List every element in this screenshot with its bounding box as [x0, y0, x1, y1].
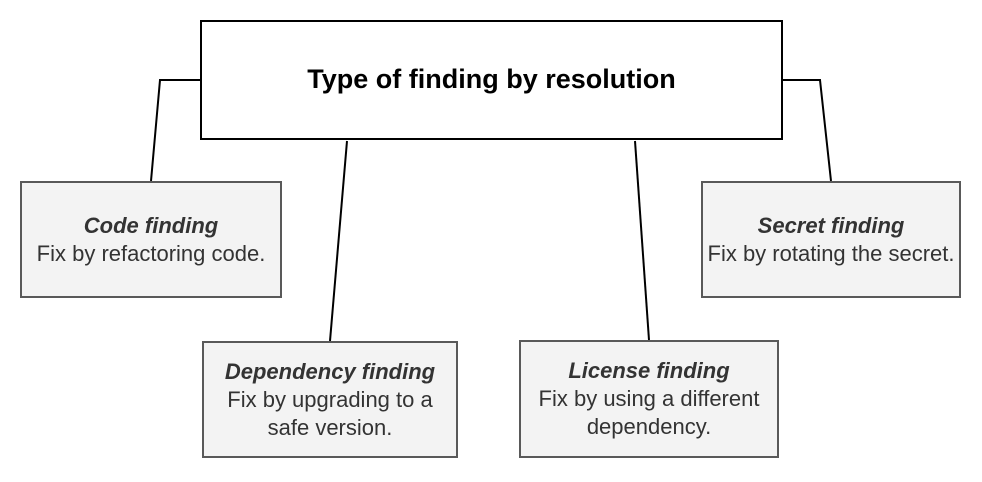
- node-title: Dependency finding: [224, 358, 436, 384]
- node-description: Fix by refactoring code.: [36, 240, 266, 266]
- node-license-finding: License finding Fix by using a different…: [519, 340, 779, 458]
- node-code-finding: Code finding Fix by refactoring code.: [20, 181, 282, 298]
- node-title: Secret finding: [757, 212, 905, 238]
- node-description: Fix by rotating the secret.: [707, 240, 955, 266]
- root-node: Type of finding by resolution: [200, 20, 783, 140]
- connector-root-to-code: [150, 79, 200, 182]
- root-node-label: Type of finding by resolution: [307, 64, 676, 95]
- connector-root-to-license: [634, 140, 650, 341]
- node-description: Fix by using a different dependency.: [538, 386, 760, 439]
- connector-root-to-dependency: [329, 140, 348, 342]
- node-title: Code finding: [83, 212, 219, 238]
- node-title: License finding: [568, 358, 730, 383]
- node-dependency-finding: Dependency finding Fix by upgrading to a…: [202, 341, 458, 458]
- connector-root-to-secret: [783, 79, 832, 182]
- node-secret-finding: Secret finding Fix by rotating the secre…: [701, 181, 961, 298]
- node-description: Fix by upgrading to a safe version.: [227, 386, 433, 440]
